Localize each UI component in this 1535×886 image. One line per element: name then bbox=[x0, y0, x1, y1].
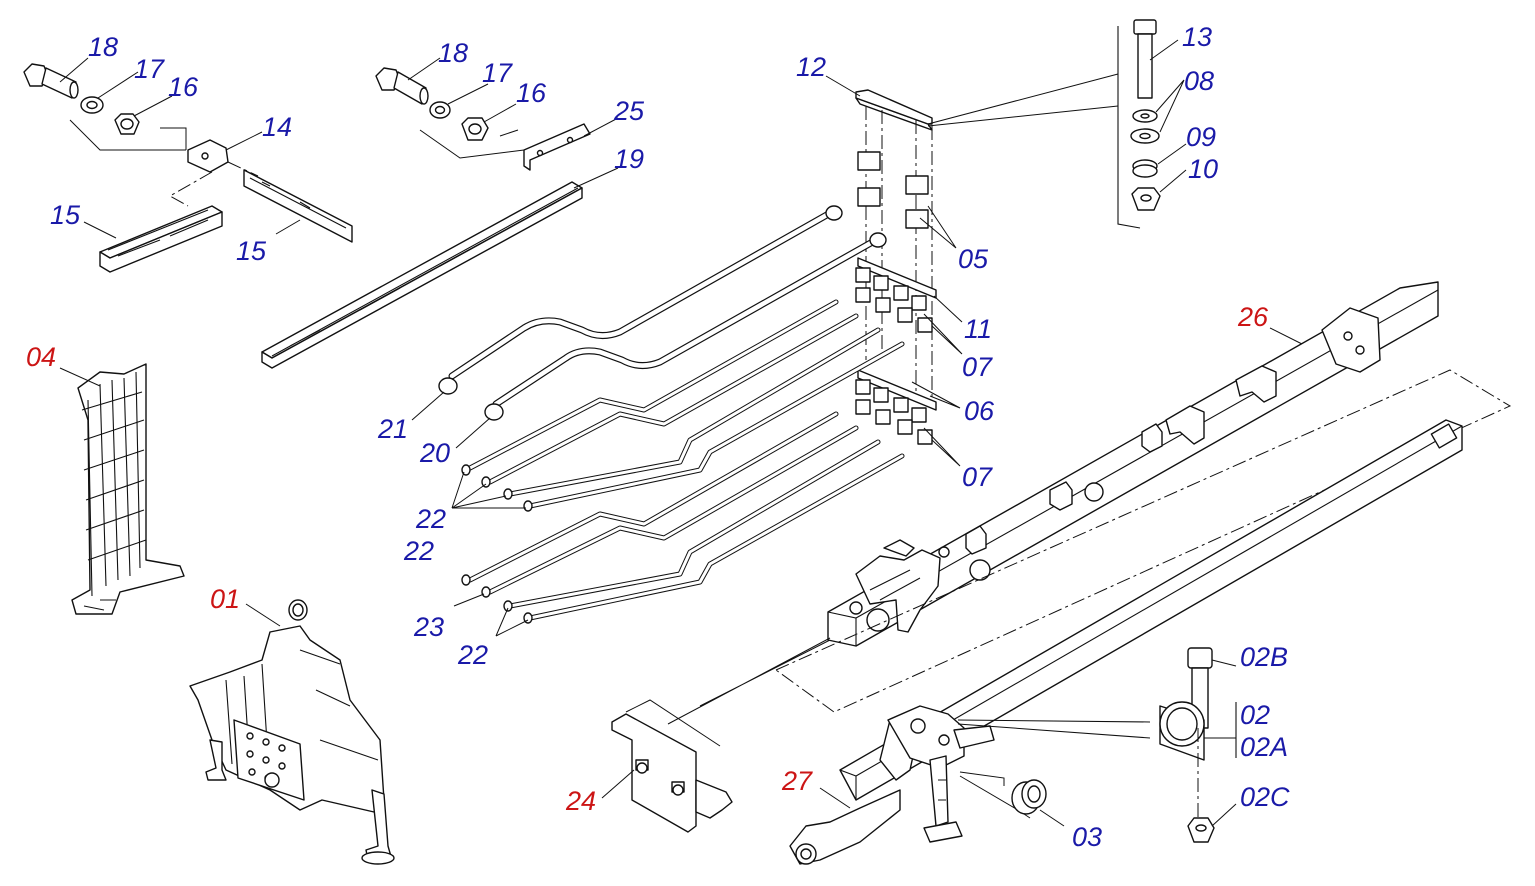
label-22-c: 22 bbox=[457, 640, 488, 670]
label-20: 20 bbox=[419, 438, 450, 468]
label-18-left: 18 bbox=[88, 32, 118, 62]
label-17-left: 17 bbox=[134, 54, 165, 84]
support-bracket-24 bbox=[611, 637, 831, 833]
label-01: 01 bbox=[210, 584, 240, 614]
hydraulic-pipes bbox=[438, 205, 905, 624]
main-beam-26 bbox=[827, 281, 1439, 647]
pipe-fittings-22 bbox=[461, 464, 533, 624]
label-16-left: 16 bbox=[168, 72, 199, 102]
saddle bbox=[1235, 365, 1277, 403]
label-09: 09 bbox=[1186, 122, 1216, 152]
nut-10 bbox=[1131, 187, 1161, 211]
bracket-set-02 bbox=[1159, 647, 1237, 843]
label-04: 04 bbox=[26, 342, 56, 372]
label-16-middle: 16 bbox=[516, 78, 547, 108]
hitch-assembly-01 bbox=[189, 599, 395, 865]
label-06: 06 bbox=[964, 396, 995, 426]
hitch-mechanism bbox=[855, 549, 941, 633]
bolt-18-middle bbox=[375, 67, 429, 105]
label-02B: 02B bbox=[1240, 642, 1288, 672]
bracket-group-left bbox=[23, 63, 353, 273]
label-02A: 02A bbox=[1240, 732, 1288, 762]
lock-washer-09 bbox=[1132, 159, 1158, 178]
label-15-lower: 15 bbox=[50, 200, 81, 230]
label-11: 11 bbox=[964, 314, 992, 344]
dashdot-boundary bbox=[775, 369, 1512, 713]
plate-25 bbox=[523, 123, 591, 171]
frame-04 bbox=[71, 363, 185, 615]
clamp-blocks-05 bbox=[857, 151, 929, 229]
perforated-plate bbox=[233, 719, 305, 801]
channel-15-lower bbox=[99, 205, 223, 273]
label-17-middle: 17 bbox=[482, 58, 513, 88]
label-22-b: 22 bbox=[403, 536, 434, 566]
label-12: 12 bbox=[796, 52, 826, 82]
bolt-stack bbox=[927, 19, 1161, 229]
label-03: 03 bbox=[1072, 822, 1102, 852]
label-07-upper: 07 bbox=[962, 352, 993, 382]
label-15-upper: 15 bbox=[236, 236, 267, 266]
label-05: 05 bbox=[958, 244, 989, 274]
bushing-03 bbox=[1011, 779, 1047, 815]
label-08: 08 bbox=[1184, 66, 1214, 96]
bracket-02A bbox=[1159, 701, 1205, 761]
label-19: 19 bbox=[614, 144, 644, 174]
bracket-group-middle bbox=[261, 67, 591, 369]
label-23: 23 bbox=[413, 612, 444, 642]
label-18-middle: 18 bbox=[438, 38, 468, 68]
label-22-a: 22 bbox=[415, 504, 446, 534]
rail-11-upper bbox=[855, 257, 937, 333]
leaders-02-03 bbox=[957, 719, 1151, 819]
nut-16-middle bbox=[461, 117, 489, 141]
bolt-18-left bbox=[23, 63, 79, 99]
clamp-assembly bbox=[855, 89, 937, 445]
label-24: 24 bbox=[565, 786, 596, 816]
label-27: 27 bbox=[781, 766, 813, 796]
label-25: 25 bbox=[613, 96, 645, 126]
label-10: 10 bbox=[1188, 154, 1218, 184]
rail-06-lower bbox=[855, 369, 937, 445]
label-21: 21 bbox=[377, 414, 408, 444]
label-02: 02 bbox=[1240, 700, 1270, 730]
label-14: 14 bbox=[262, 112, 292, 142]
nut-16-left bbox=[114, 113, 140, 135]
bolt-13 bbox=[1133, 19, 1157, 99]
channel-19 bbox=[261, 181, 583, 369]
label-13: 13 bbox=[1182, 22, 1212, 52]
nut-02C bbox=[1187, 817, 1215, 843]
label-26: 26 bbox=[1237, 302, 1269, 332]
drawbar-27 bbox=[789, 419, 1463, 865]
label-07-lower: 07 bbox=[962, 462, 993, 492]
label-02C: 02C bbox=[1240, 782, 1290, 812]
label-leaders bbox=[59, 39, 1303, 827]
part-labels: 18 17 16 14 15 15 18 17 16 25 19 12 13 0… bbox=[26, 22, 1290, 852]
channel-15-upper bbox=[243, 169, 353, 243]
